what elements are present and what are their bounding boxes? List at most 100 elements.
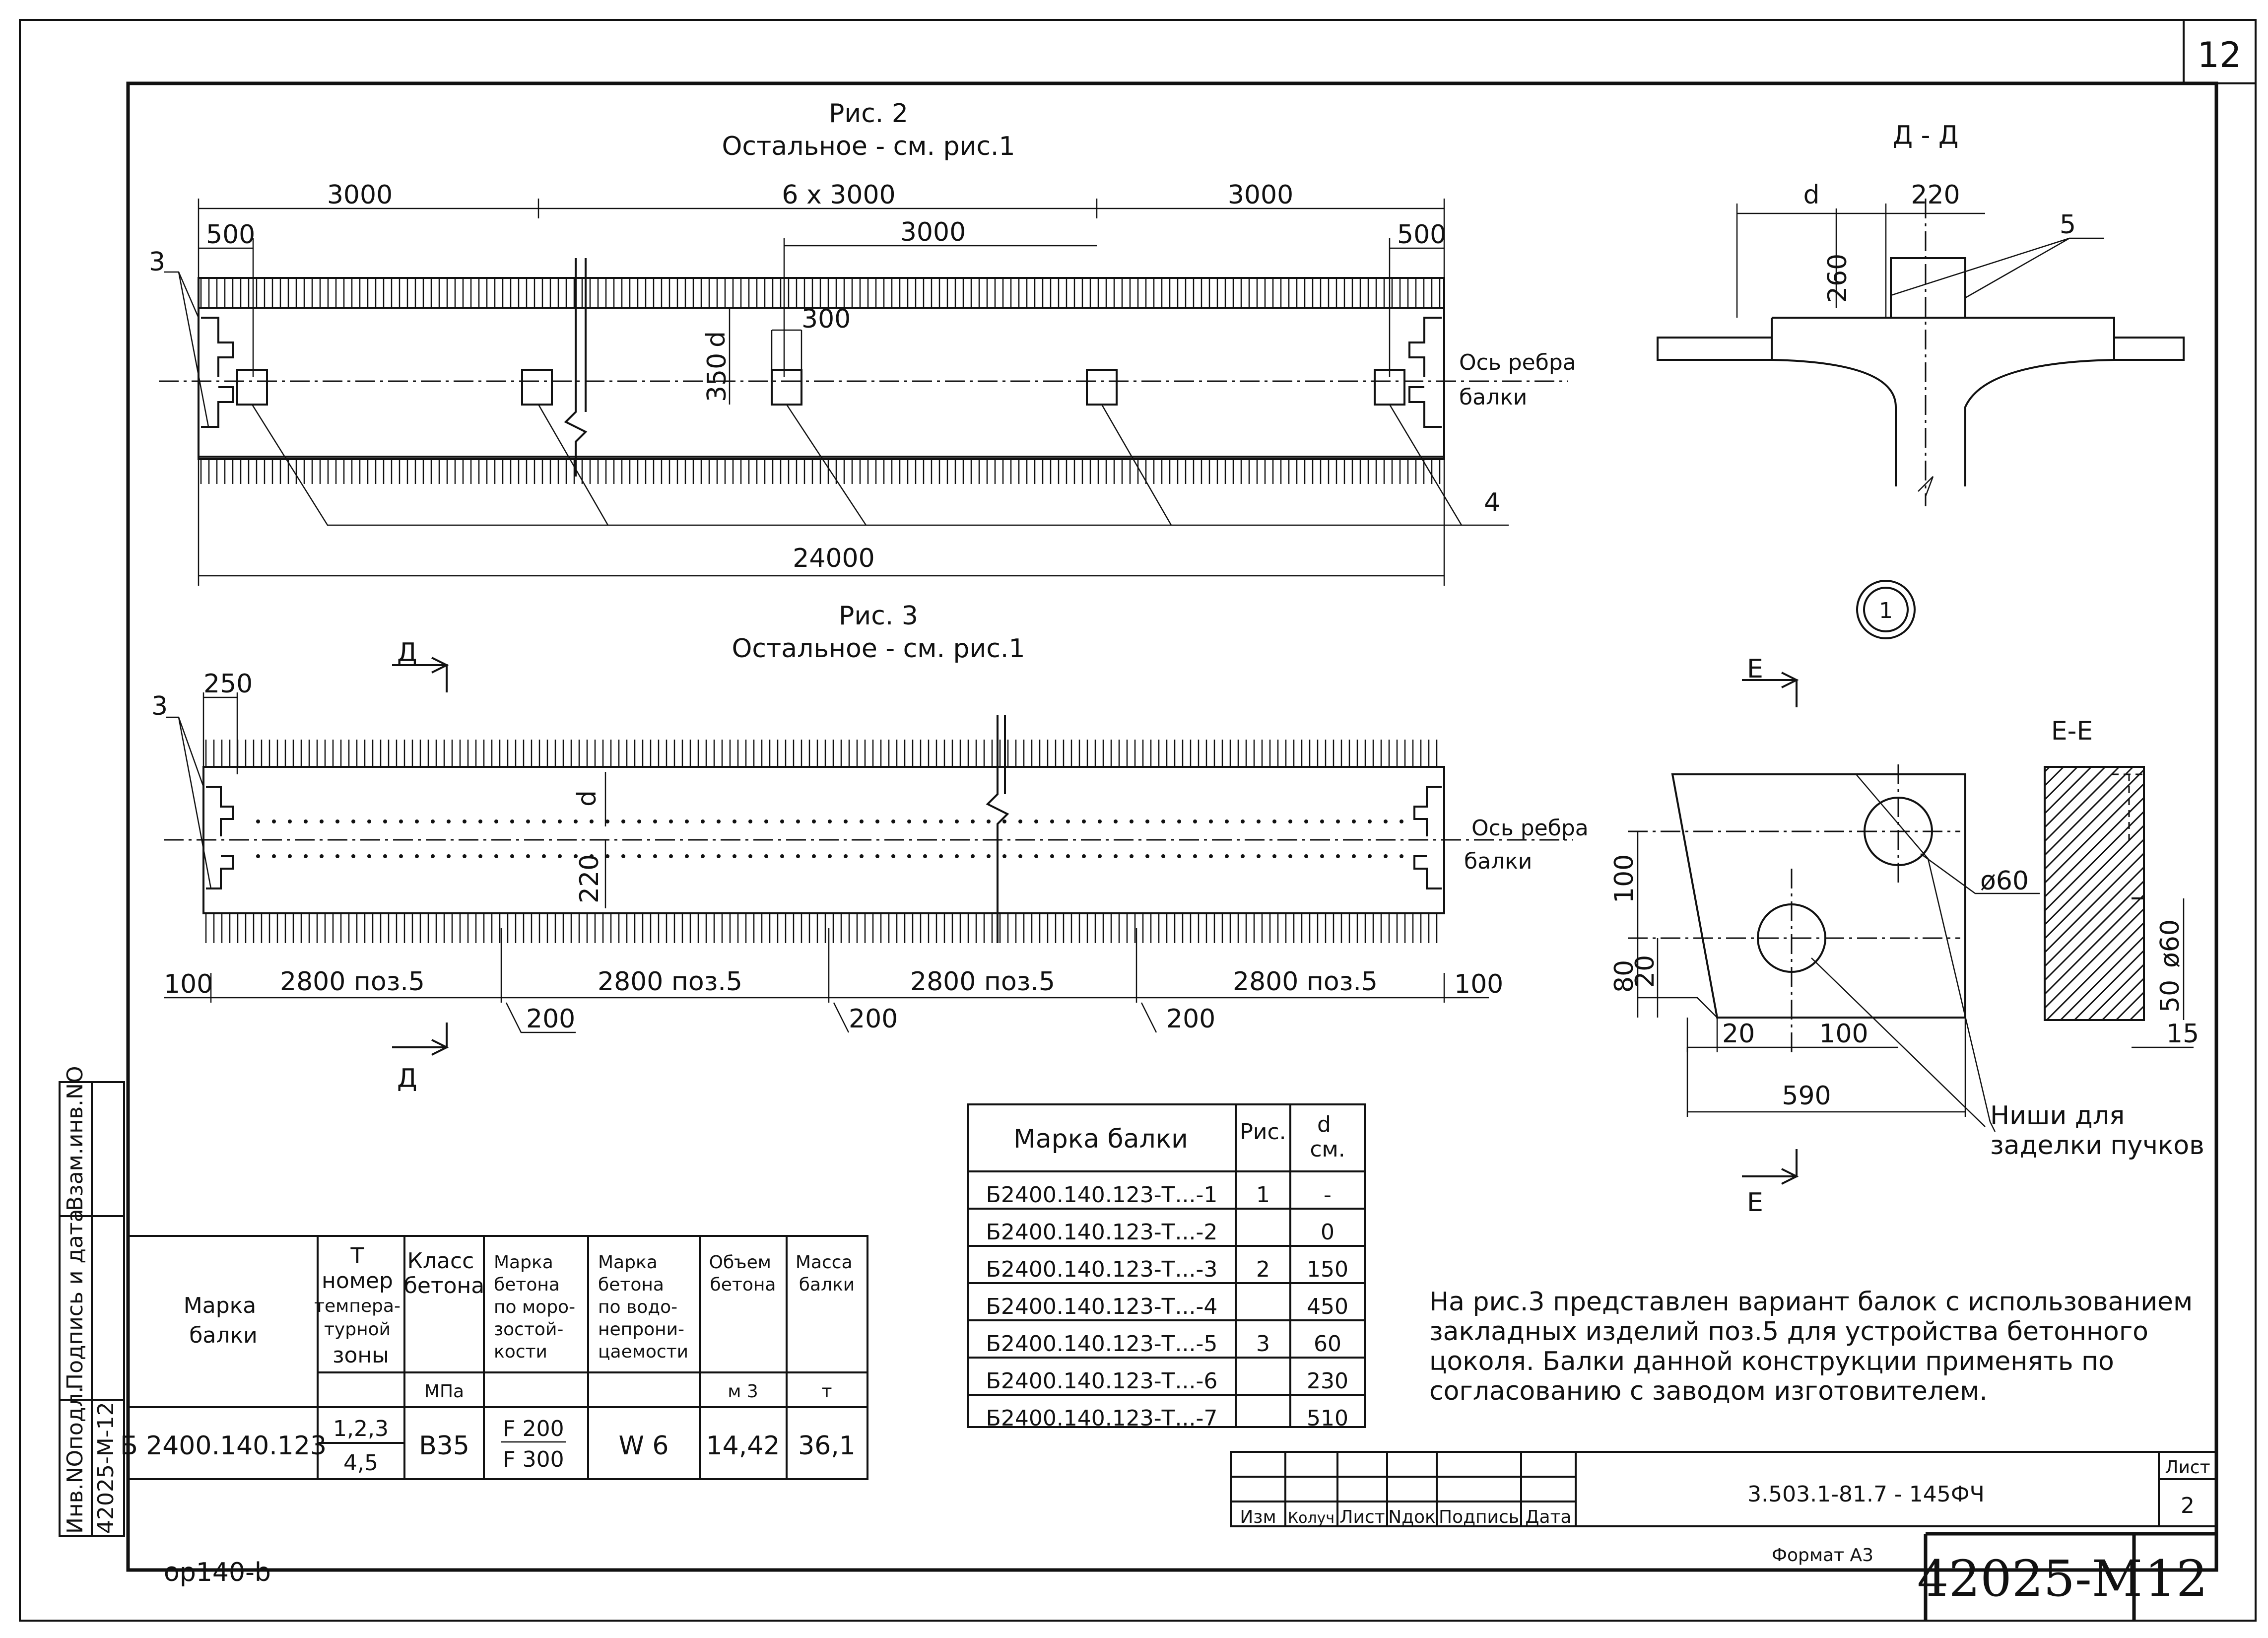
- side-stamp-4: 42025-М-12: [93, 1402, 119, 1534]
- section-ee-dim-d60-v: ø60: [2155, 919, 2185, 968]
- props-unit-mass: т: [822, 1381, 832, 1402]
- props-h-water-4: непрони-: [598, 1319, 684, 1340]
- props-h-water-2: бетона: [598, 1275, 664, 1295]
- hatch-line: [2044, 766, 2065, 787]
- fig3-dim-200-3: 200: [1166, 1004, 1215, 1034]
- props-h-zone-1: T: [350, 1243, 364, 1269]
- beam-row-d: 60: [1314, 1331, 1341, 1357]
- hatch-line: [2101, 977, 2145, 1021]
- props-h-volume-2: бетона: [710, 1275, 776, 1295]
- hatch-line: [2087, 963, 2145, 1021]
- props-h-mass-2: балки: [799, 1275, 855, 1295]
- fig3-dim-100-right: 100: [1454, 969, 1503, 999]
- fig3-axis-label-1: Ось ребра: [1471, 816, 1589, 841]
- props-h-water-1: Марка: [598, 1252, 658, 1273]
- side-stamp-2: Подпись и дата: [63, 1209, 88, 1390]
- section-dd-title: Д - Д: [1892, 121, 1958, 150]
- title-doc-code: 3.503.1-81.7 - 145ФЧ: [1747, 1482, 1985, 1507]
- side-stamp-1: Взам.инв.NO: [63, 1066, 88, 1211]
- fig3-dim-d: d: [572, 790, 602, 807]
- beam-row-d: 0: [1321, 1220, 1334, 1245]
- hatch-line: [2044, 766, 2120, 842]
- props-class: В35: [419, 1431, 469, 1461]
- section-ee-dim-20-v: 20: [1630, 955, 1660, 988]
- fig3-subtitle: Остальное - см. рис.1: [732, 634, 1025, 664]
- props-h-frost-2: бетона: [494, 1275, 560, 1295]
- beam-row-mark: Б2400.140.123-Т...-2: [986, 1220, 1218, 1245]
- props-h-water: Марка бетона по водо- непрони- цаемости: [598, 1252, 690, 1362]
- fig3-title: Рис. 3: [839, 601, 918, 631]
- props-table: Марка балки T номер темпера- турной зоны…: [120, 1235, 868, 1480]
- fig3-axis-label-2: балки: [1464, 849, 1532, 874]
- props-h-mass-1: Масса: [796, 1252, 853, 1273]
- fig2-hatch: [200, 278, 1441, 484]
- fig2-dim-6x3000: 6 x 3000: [782, 180, 895, 210]
- fig2-dim-500-left: 500: [206, 220, 255, 250]
- fig3-dim-220: 220: [575, 854, 604, 903]
- fig3-dim-100-left: 100: [164, 969, 213, 999]
- fig2-axis-label-2: балки: [1459, 385, 1527, 410]
- section-ee-title: Е-Е: [2051, 716, 2093, 746]
- props-mark: Б 2400.140.123: [120, 1431, 327, 1461]
- props-h-class-1: Класс: [407, 1248, 474, 1274]
- fig3-callout-3: 3: [151, 691, 168, 721]
- title-col-3: Nдок: [1388, 1507, 1436, 1527]
- sheet-frame: [19, 19, 2257, 1622]
- fig3-dim-200-2: 200: [849, 1004, 898, 1034]
- note-line-2: закладных изделий поз.5 для устройства б…: [1429, 1317, 2148, 1347]
- props-h-zone-5: зоны: [333, 1343, 389, 1368]
- title-col-5: Дата: [1525, 1507, 1571, 1527]
- section-dd-callout-5: 5: [2060, 210, 2076, 240]
- sheet-number: 12: [2197, 35, 2241, 75]
- title-block: Изм Колуч Лист Nдок Подпись Дата 3.503.1…: [1230, 1451, 2217, 1621]
- section-ee-dim-80: 80: [1609, 960, 1639, 993]
- title-col-4: Подпись: [1439, 1507, 1519, 1527]
- title-page: 12: [2144, 1550, 2207, 1608]
- section-ee-note-1: Ниши для: [1990, 1101, 2125, 1131]
- props-h-class-2: бетона: [404, 1273, 485, 1298]
- beam-row-d: 510: [1307, 1406, 1348, 1431]
- beam-row-mark: Б2400.140.123-Т...-4: [986, 1294, 1218, 1319]
- hatch-line: [2044, 824, 2145, 926]
- corner-code: ор140-b: [164, 1558, 271, 1587]
- hatch-line: [2044, 783, 2145, 884]
- title-col-0: Изм: [1240, 1507, 1276, 1527]
- fig2-dim-350: 350: [702, 353, 732, 402]
- node-mark: 1: [1856, 580, 1916, 639]
- section-dd: Д - Д d 220 260 5: [1657, 121, 2185, 506]
- props-zone-2: 4,5: [343, 1450, 378, 1476]
- props-unit-class: МПа: [424, 1381, 464, 1402]
- hatch-line: [2044, 766, 2092, 815]
- note-line-4: согласованию с заводом изготовителем.: [1429, 1376, 1988, 1406]
- beam-h-d: d см.: [1310, 1112, 1345, 1162]
- props-h-frost: Марка бетона по моро- зостой- кости: [494, 1252, 581, 1362]
- fig2-dim-3000-left: 3000: [327, 180, 393, 210]
- beam-row-mark: Б2400.140.123-Т...-5: [986, 1331, 1218, 1357]
- hatch-line: [2044, 852, 2145, 954]
- fig2-axis-label-1: Ось ребра: [1459, 350, 1576, 375]
- beam-h-d-1: d: [1317, 1112, 1331, 1137]
- note: На рис.3 представлен вариант балок с исп…: [1429, 1287, 2193, 1406]
- figure-2: Рис. 2 Остальное - см. рис.1 3000 6 x 30…: [149, 99, 1576, 586]
- title-col-1: Колуч: [1288, 1509, 1334, 1527]
- hatch-line: [2129, 1005, 2145, 1021]
- section-dd-dim-d: d: [1803, 180, 1819, 210]
- hatch-line: [2044, 766, 2078, 801]
- props-h-class: Класс бетона: [404, 1248, 485, 1298]
- hatch-line: [2060, 936, 2145, 1021]
- title-number: 42025-М: [1917, 1550, 2142, 1608]
- props-h-frost-5: кости: [494, 1342, 547, 1362]
- hatch-line: [2044, 866, 2145, 967]
- fig3-dim-2800-3: 2800 поз.5: [910, 967, 1055, 997]
- fig3-dim-2800-4: 2800 поз.5: [1233, 967, 1378, 997]
- fig2-callout-3: 3: [149, 247, 165, 277]
- beam-row-d: 150: [1307, 1257, 1348, 1282]
- props-h-mark-1: Марка: [184, 1293, 256, 1318]
- beam-row-d: -: [1324, 1182, 1332, 1208]
- hatch-line: [2044, 766, 2051, 773]
- hatch-line: [2073, 950, 2145, 1021]
- section-ee-dim-15: 15: [2166, 1019, 2199, 1049]
- beam-table: Марка балки Рис. d см. Б2400.140.123-Т..…: [967, 1103, 1366, 1431]
- props-volume: 14,42: [706, 1431, 780, 1461]
